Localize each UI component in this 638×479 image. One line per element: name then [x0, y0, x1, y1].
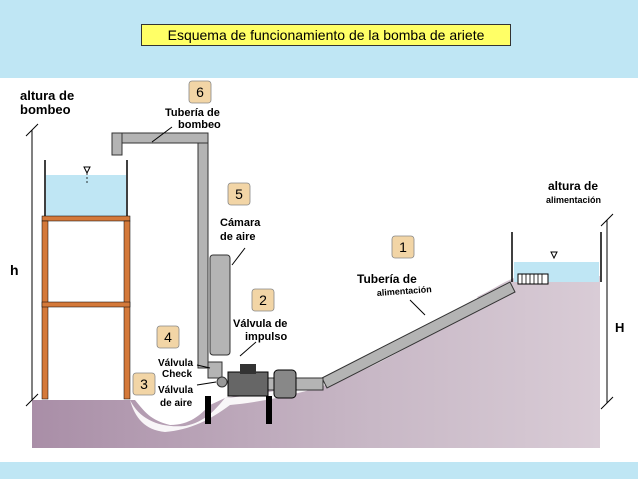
svg-text:1: 1 — [399, 239, 407, 255]
badge-1: 1 — [391, 235, 415, 259]
delivery-pipe-label-line1: Tubería de — [165, 107, 220, 119]
supply-pipe — [321, 281, 516, 389]
supply-height-label-line1: altura de — [548, 179, 598, 193]
supply-pipe-label-line1: Tubería de — [357, 272, 417, 286]
check-valve-label-line1: Válvula — [158, 358, 193, 369]
delivery-pipe-label-line2: bombeo — [178, 119, 221, 131]
badge-4: 4 — [156, 325, 180, 349]
air-chamber — [209, 254, 231, 356]
pumping-height-label-line1: altura de — [20, 88, 74, 103]
bottom-band — [0, 462, 638, 479]
air-valve-label-line1: Válvula — [158, 385, 193, 396]
H-label: H — [615, 320, 624, 335]
svg-text:3: 3 — [140, 376, 148, 392]
supply-height-label-line2: alimentación — [546, 195, 601, 205]
upper-tank-water — [46, 175, 126, 217]
intake-strainer — [517, 273, 549, 285]
svg-text:6: 6 — [196, 84, 204, 100]
h-label: h — [10, 262, 19, 278]
pump-body — [227, 371, 269, 397]
upper-tank-base — [41, 215, 131, 222]
air-valve-label-line2: de aire — [160, 398, 193, 409]
impulse-valve-label-line2: impulso — [245, 331, 287, 343]
badge-3: 3 — [132, 372, 156, 396]
badge-6: 6 — [188, 80, 212, 104]
pumping-height-label-line2: bombeo — [20, 102, 71, 117]
svg-text:2: 2 — [259, 292, 267, 308]
badge-5: 5 — [227, 182, 251, 206]
air-chamber-label-line1: Cámara — [220, 217, 261, 229]
check-valve-label-line2: Check — [162, 369, 192, 380]
supply-pipe-label-line2: alimentación — [376, 284, 432, 298]
svg-text:4: 4 — [164, 329, 172, 345]
impulse-valve-label-line1: Válvula de — [233, 318, 287, 330]
badge-2: 2 — [251, 288, 275, 312]
diagram-title: Esquema de funcionamiento de la bomba de… — [141, 24, 511, 46]
delivery-pipe-horizontal — [111, 132, 209, 144]
air-chamber-label-line2: de aire — [220, 231, 255, 243]
tower — [41, 220, 131, 400]
delivery-pipe-vertical — [197, 137, 209, 369]
svg-text:5: 5 — [235, 186, 243, 202]
